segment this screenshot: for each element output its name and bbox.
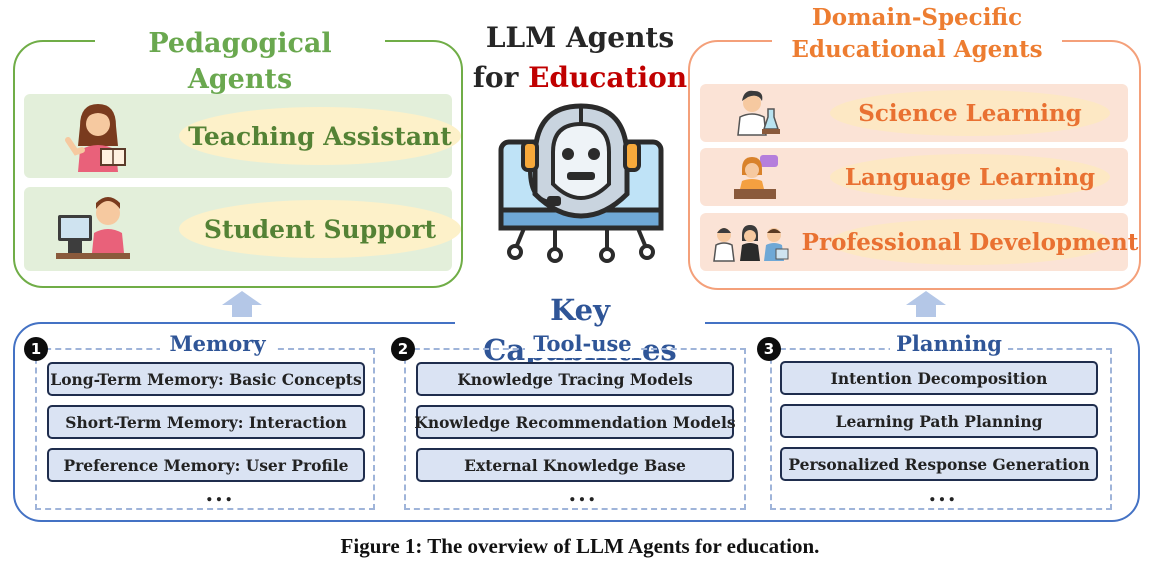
- language-teacher-icon: [734, 155, 778, 199]
- main-title-prefix: for: [472, 61, 529, 94]
- professional-development-pill: Professional Development: [802, 219, 1138, 265]
- language-learning-pill: Language Learning: [830, 154, 1110, 200]
- main-title-line1: LLM Agents: [485, 21, 675, 54]
- main-title-line2: for Education: [470, 58, 690, 98]
- tool-use-more-ellipsis: ...: [568, 481, 598, 507]
- memory-more-ellipsis: ...: [205, 481, 235, 507]
- memory-number-badge: 1: [24, 337, 48, 361]
- pedagogical-agents-title: Pedagogical Agents: [95, 26, 385, 98]
- domain-specific-title: Domain-Specific Educational Agents: [772, 2, 1062, 66]
- teaching-assistant-pill: Teaching Assistant: [179, 107, 461, 165]
- tool-use-title: Tool-use: [525, 330, 640, 358]
- main-title-accent: Education: [528, 61, 688, 94]
- ai-robot-monitor-icon: [498, 103, 664, 263]
- student-support-pill: Student Support: [179, 200, 461, 258]
- science-learning-pill: Science Learning: [830, 90, 1110, 136]
- professionals-icon: [713, 225, 789, 262]
- language-learning-row: Language Learning: [700, 148, 1128, 206]
- tool-use-item: Knowledge Tracing Models: [416, 362, 734, 396]
- student-icon: [56, 197, 130, 259]
- memory-title: Memory: [160, 330, 275, 358]
- memory-item: Preference Memory: User Profile: [47, 448, 365, 482]
- professional-development-row: Professional Development: [700, 213, 1138, 271]
- domain-title-line2: Educational Agents: [791, 36, 1043, 63]
- tool-use-number-badge: 2: [391, 337, 415, 361]
- science-learning-row: Science Learning: [700, 84, 1128, 142]
- up-arrow-icon: [222, 291, 262, 317]
- planning-number-badge: 3: [757, 337, 781, 361]
- tool-use-item: Knowledge Recommendation Models: [414, 405, 736, 439]
- teacher-icon: [65, 104, 126, 172]
- planning-item: Intention Decomposition: [780, 361, 1098, 395]
- memory-item: Long-Term Memory: Basic Concepts: [47, 362, 365, 396]
- tool-use-item: External Knowledge Base: [416, 448, 734, 482]
- up-arrow-icon: [906, 291, 946, 317]
- scientist-icon: [737, 90, 780, 136]
- memory-item: Short-Term Memory: Interaction: [47, 405, 365, 439]
- main-title: LLM Agents for Education: [470, 18, 690, 98]
- planning-more-ellipsis: ...: [928, 481, 958, 507]
- planning-item: Personalized Response Generation: [780, 447, 1098, 481]
- planning-item: Learning Path Planning: [780, 404, 1098, 438]
- teaching-assistant-row: Teaching Assistant: [24, 94, 461, 178]
- figure-caption: Figure 1: The overview of LLM Agents for…: [340, 534, 820, 558]
- domain-title-line1: Domain-Specific: [811, 4, 1023, 31]
- student-support-row: Student Support: [24, 187, 461, 271]
- planning-title: Planning: [890, 330, 1008, 358]
